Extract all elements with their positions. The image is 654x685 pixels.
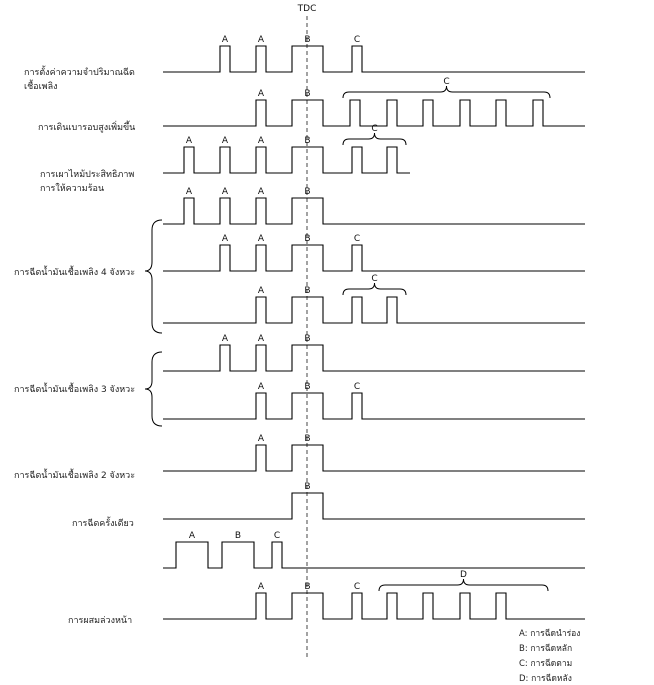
- pulse-trace-row-7: [163, 344, 585, 372]
- pulse-brace-group: C C C D: [342, 77, 551, 592]
- four-stage-brace: [144, 219, 163, 334]
- pulse-label-b: B: [304, 334, 310, 344]
- pulse-label-a: A: [222, 334, 229, 344]
- pulse-label-a: A: [258, 334, 265, 344]
- pulse-trace-row-8: [163, 392, 585, 420]
- legend-main: B: การฉีดหลัก: [519, 643, 572, 654]
- pulse-group-brace: [342, 132, 407, 146]
- pulse-label-a: A: [258, 136, 265, 146]
- pulse-label-b: B: [304, 35, 310, 45]
- pulse-group-brace: [342, 85, 551, 99]
- pulse-label-c: C: [354, 382, 360, 392]
- pulse-trace-row-4: [163, 197, 585, 225]
- row-label-high-idle: การเดินเบารอบสูงเพิ่มขึ้น: [38, 120, 135, 133]
- legend-pilot: A: การฉีดนำร่อง: [519, 628, 580, 639]
- pulse-label-c: C: [274, 531, 280, 541]
- pulse-label-b: B: [304, 434, 310, 444]
- pulse-group-label-c: C: [371, 274, 377, 284]
- pulse-trace-row-1: [163, 45, 585, 73]
- pulse-label-a: A: [258, 35, 265, 45]
- pulse-label-a: A: [222, 35, 229, 45]
- row-label-memory-quantity-line2: เชื้อเพลิง: [24, 79, 58, 92]
- pulse-trace-row-5: [163, 244, 585, 272]
- pulse-label-c: C: [354, 582, 360, 592]
- pulse-label-a: A: [222, 187, 229, 197]
- pulse-label-a: A: [186, 136, 193, 146]
- trace-group: [163, 45, 585, 620]
- pulse-trace-row-3: [163, 146, 410, 174]
- tdc-label: TDC: [297, 4, 317, 14]
- pulse-trace-row-2: [163, 99, 585, 127]
- row-label-two-stage: การฉีดน้ำมันเชื้อเพลิง 2 จังหวะ: [14, 468, 135, 481]
- pulse-trace-row-11: [163, 541, 585, 569]
- pulse-label-b: B: [304, 482, 310, 492]
- pulse-label-a: A: [258, 434, 265, 444]
- pulse-label-a: A: [222, 234, 229, 244]
- pulse-label-a: A: [258, 286, 265, 296]
- three-stage-brace: [144, 351, 163, 427]
- pulse-label-a: A: [258, 582, 265, 592]
- pulse-label-a: A: [258, 382, 265, 392]
- pulse-label-a: A: [258, 89, 265, 99]
- pulse-label-b: B: [304, 286, 310, 296]
- row-label-heating-line2: การให้ความร้อน: [40, 183, 104, 194]
- pulse-label-b: B: [304, 136, 310, 146]
- row-label-premix: การผสมล่วงหน้า: [68, 615, 132, 626]
- row-label-three-stage: การฉีดน้ำมันเชื้อเพลิง 3 จังหวะ: [14, 382, 135, 395]
- row-label-memory-quantity-line1: การตั้งค่าความจำปริมาณฉีด: [24, 65, 135, 78]
- pulse-group-label-d: D: [460, 570, 467, 580]
- pulse-label-c: C: [354, 35, 360, 45]
- pulse-group-label-c: C: [371, 124, 377, 134]
- pulse-label-b: B: [304, 382, 310, 392]
- pulse-label-a: A: [258, 234, 265, 244]
- pulse-label-a: A: [258, 187, 265, 197]
- pulse-letter-group: A A B C A B A A A B A A A B A A B C A B A A B A B C A B B A B C A B C: [186, 35, 360, 592]
- pulse-label-b: B: [235, 531, 241, 541]
- pulse-label-a: A: [186, 187, 193, 197]
- pulse-group-brace: [378, 578, 549, 592]
- pulse-label-a: A: [222, 136, 229, 146]
- pulse-trace-row-9: [163, 444, 585, 472]
- pulse-label-b: B: [304, 582, 310, 592]
- pulse-trace-row-12: [163, 592, 585, 620]
- pulse-trace-row-6: [163, 296, 585, 324]
- pulse-label-b: B: [304, 187, 310, 197]
- row-label-single: การฉีดครั้งเดียว: [72, 516, 134, 529]
- pulse-label-b: B: [304, 89, 310, 99]
- row-label-four-stage: การฉีดน้ำมันเชื้อเพลิง 4 จังหวะ: [14, 265, 135, 278]
- legend-after: C: การฉีดตาม: [519, 658, 572, 669]
- legend-post: D: การฉีดหลัง: [519, 673, 572, 684]
- pulse-trace-row-10: [163, 492, 585, 520]
- pulse-label-a: A: [189, 531, 196, 541]
- pulse-label-c: C: [354, 234, 360, 244]
- pulse-label-b: B: [304, 234, 310, 244]
- pulse-group-brace: [342, 282, 407, 296]
- row-label-heating-line1: การเผาไหม้ประสิทธิภาพ: [40, 169, 134, 180]
- pulse-group-label-c: C: [443, 77, 449, 87]
